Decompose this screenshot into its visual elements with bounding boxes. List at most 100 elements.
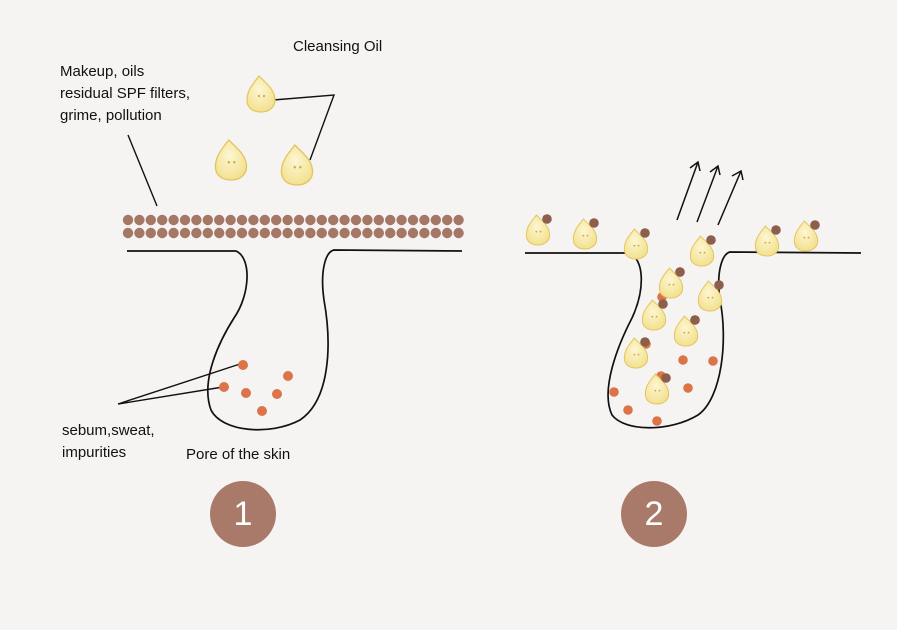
makeup-particle: [236, 214, 248, 226]
makeup-particle: [271, 227, 282, 239]
makeup-particle: [350, 214, 362, 226]
dirt-particle: [706, 235, 716, 245]
oil-droplet-with-dirt: [623, 228, 650, 260]
makeup-particle: [430, 227, 441, 239]
oil-droplet-with-dirt: [658, 267, 685, 299]
makeup-particle: [453, 214, 464, 226]
oil-droplet-with-dirt: [697, 280, 724, 312]
dirt-particle: [589, 218, 599, 228]
dirt-particle: [690, 315, 700, 325]
makeup-particle: [134, 227, 145, 239]
oil-droplet-with-dirt: [644, 373, 671, 405]
dirt-particle: [810, 220, 820, 230]
dirt-particle: [661, 373, 671, 383]
makeup-particle: [259, 227, 270, 239]
makeup-particle: [179, 227, 191, 239]
sebum-particle: [257, 406, 267, 416]
makeup-particle: [145, 214, 156, 226]
dirt-particle: [771, 225, 781, 235]
makeup-particle: [202, 227, 213, 239]
makeup-particle: [293, 214, 305, 226]
makeup-particle: [236, 227, 248, 239]
makeup-particle: [191, 214, 202, 226]
makeup-particle: [134, 214, 145, 226]
makeup-particle: [214, 214, 225, 226]
sebum-particle: [623, 405, 633, 415]
oil-droplet-with-dirt: [525, 214, 552, 246]
makeup-particle: [373, 214, 384, 226]
skin-surface-left-1: [127, 249, 463, 431]
oil-droplet-icon: [280, 144, 314, 186]
makeup-particle: [145, 227, 156, 239]
sebum-particle: [708, 356, 718, 366]
dirt-particle: [542, 214, 552, 224]
makeup-particle: [122, 227, 134, 239]
dirt-particle: [675, 267, 685, 277]
sebum-particle: [683, 383, 693, 393]
makeup-particle: [385, 214, 396, 226]
makeup-particle: [305, 227, 316, 239]
makeup-particle: [430, 214, 441, 226]
makeup-particle: [407, 214, 419, 226]
makeup-particle: [305, 214, 316, 226]
makeup-label: Makeup, oils residual SPF filters, grime…: [60, 63, 191, 124]
makeup-particle: [442, 214, 453, 226]
makeup-particle: [179, 214, 191, 226]
up-right-arrow-icon: [676, 160, 744, 226]
oil-droplet-with-dirt: [623, 337, 650, 369]
makeup-particle: [339, 214, 350, 226]
sebum-label: sebum,sweat, impurities: [62, 422, 155, 461]
sebum-particle: [272, 389, 282, 399]
panel-2: [525, 160, 862, 429]
makeup-particle: [168, 227, 179, 239]
oil-droplet-with-dirt: [641, 299, 668, 331]
makeup-particle: [385, 227, 396, 239]
makeup-particle: [362, 214, 373, 226]
makeup-particle: [168, 214, 179, 226]
makeup-particle: [248, 227, 259, 239]
dirt-particle: [640, 228, 650, 238]
dirt-particle: [658, 299, 668, 309]
makeup-particle: [191, 227, 202, 239]
makeup-particle: [316, 214, 327, 226]
makeup-particle: [407, 227, 419, 239]
sebum-particle: [238, 360, 248, 370]
oil-droplet-with-dirt: [793, 220, 820, 252]
oil-bound-impurities: [525, 214, 820, 405]
sebum-particle: [609, 387, 619, 397]
makeup-particle: [328, 227, 339, 239]
oil-droplet-with-dirt: [754, 225, 781, 257]
makeup-particle: [362, 227, 373, 239]
step-1-badge: 1: [210, 481, 276, 547]
dirt-particle: [714, 280, 724, 290]
makeup-particle: [225, 227, 236, 239]
makeup-particle: [339, 227, 350, 239]
makeup-particle: [282, 227, 293, 239]
sebum-particle: [241, 388, 251, 398]
makeup-particle: [396, 214, 407, 226]
makeup-particle: [453, 227, 464, 239]
oil-droplet-with-dirt: [673, 315, 700, 347]
panel-1: [117, 75, 464, 431]
makeup-particle: [442, 227, 453, 239]
sebum-particle: [678, 355, 688, 365]
sebum-pointer-lines: [117, 362, 244, 405]
makeup-particle: [122, 214, 134, 226]
makeup-particle: [350, 227, 362, 239]
makeup-particle: [259, 214, 270, 226]
cleansing-oil-label: Cleansing Oil: [293, 38, 383, 55]
makeup-particle: [282, 214, 293, 226]
sebum-particle: [219, 382, 229, 392]
dirt-particle: [640, 337, 650, 347]
makeup-pointer-line: [127, 134, 158, 207]
makeup-particle: [202, 214, 213, 226]
makeup-particle: [419, 227, 430, 239]
makeup-particle: [271, 214, 282, 226]
makeup-particle: [248, 214, 259, 226]
step-2-badge: 2: [621, 481, 687, 547]
sebum-particle: [652, 416, 662, 426]
makeup-layer: [122, 214, 464, 239]
oil-droplet-icon: [246, 75, 276, 113]
